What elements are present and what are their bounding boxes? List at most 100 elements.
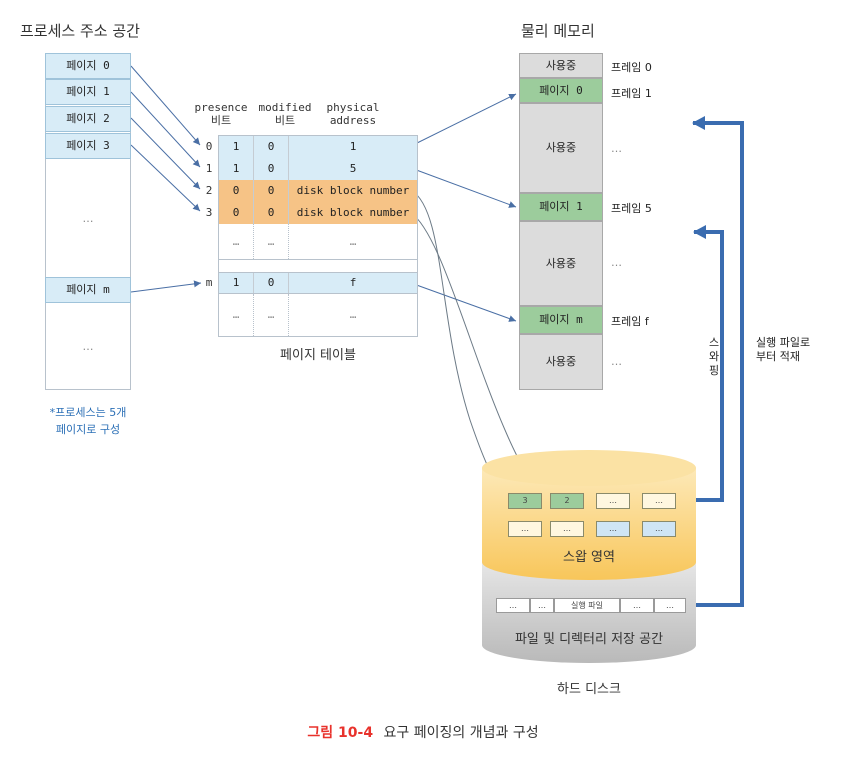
- physical-address: disk block number: [289, 202, 417, 224]
- row-index-1: 1: [205, 162, 213, 175]
- memory-page-m: 페이지 m: [519, 306, 603, 334]
- row-index-m: m: [205, 276, 213, 289]
- map-arrow-page0: [130, 65, 201, 146]
- page-table-caption: 페이지 테이블: [280, 348, 356, 363]
- process-page-0: 페이지 0: [45, 53, 131, 79]
- header-presence-line2: 비트: [210, 114, 232, 127]
- addr-arrow-rowm: [410, 282, 517, 322]
- page-table-row-m: 1 0 f: [219, 272, 417, 294]
- header-presence-line1: presence: [194, 101, 248, 114]
- memory-in-use-3: 사용중: [519, 334, 603, 390]
- figure-caption: 그림 10-4 요구 페이징의 개념과 구성: [0, 722, 846, 742]
- process-page-m-label: 페이지 m: [66, 283, 110, 296]
- memory-in-use-1: 사용중: [519, 103, 603, 193]
- memory-page-0: 페이지 0: [519, 78, 603, 103]
- file-slot: …: [654, 598, 686, 613]
- gap-cell: …: [349, 308, 357, 321]
- page-table: 1 0 1 1 0 5 0 0 disk block number 0 0 di…: [218, 135, 418, 337]
- memory-page-m-label: 페이지 m: [539, 313, 583, 326]
- header-physical-line1: physical: [326, 101, 380, 114]
- frame-gap-2: …: [611, 256, 622, 269]
- process-space-gap-1: …: [82, 212, 94, 225]
- load-arrow: [686, 116, 744, 607]
- memory-page-0-label: 페이지 0: [539, 84, 583, 97]
- header-modified-line1: modified: [258, 101, 312, 114]
- process-page-1: 페이지 1: [45, 79, 131, 105]
- header-physical-line2: address: [329, 114, 377, 127]
- frame-gap-3: …: [611, 355, 622, 368]
- gap-cell: …: [254, 294, 289, 336]
- page-table-gap-row-2: … … …: [219, 294, 417, 336]
- figure-title: 요구 페이징의 개념과 구성: [383, 725, 539, 741]
- physical-address: disk block number: [289, 180, 417, 202]
- file-area-label: 파일 및 디렉터리 저장 공간: [514, 632, 664, 647]
- modified-bit: 0: [254, 273, 289, 293]
- swap-slot: …: [596, 521, 630, 537]
- addr-arrow-row1: [410, 167, 517, 208]
- file-slot: …: [620, 598, 654, 613]
- swap-slot: …: [642, 493, 676, 509]
- swap-slot: 3: [508, 493, 542, 509]
- swap-slot: …: [596, 493, 630, 509]
- row-index-2: 2: [205, 184, 213, 197]
- frame-f-label: 프레임 f: [611, 315, 649, 328]
- map-arrow-page3: [130, 144, 201, 212]
- swapping-label: 스 와 핑: [707, 336, 721, 378]
- modified-bit: 0: [254, 136, 289, 158]
- swap-arrow: [693, 225, 724, 502]
- swap-slot: …: [508, 521, 542, 537]
- map-arrow-pagem: [130, 280, 202, 293]
- frame-0-label: 프레임 0: [611, 61, 652, 74]
- map-arrow-page1: [130, 91, 201, 168]
- process-page-2: 페이지 2: [45, 106, 131, 132]
- presence-bit: 0: [219, 180, 254, 202]
- presence-bit: 1: [219, 136, 254, 158]
- header-physical: physical address: [318, 101, 388, 127]
- gap-cell: …: [219, 294, 254, 336]
- presence-bit: 1: [219, 273, 254, 293]
- memory-in-use-0: 사용중: [519, 53, 603, 78]
- presence-bit: 1: [219, 158, 254, 180]
- process-note-line2: 페이지로 구성: [55, 423, 121, 436]
- modified-bit: 0: [254, 202, 289, 224]
- gap-cell: …: [254, 224, 289, 259]
- header-presence: presence 비트: [191, 101, 251, 127]
- swapping-label-1: 스: [708, 336, 720, 349]
- process-page-1-label: 페이지 1: [66, 85, 110, 98]
- process-note: *프로세스는 5개 페이지로 구성: [30, 404, 146, 438]
- page-table-row-0: 1 0 1: [219, 136, 417, 158]
- load-label-1: 실행 파일로: [756, 336, 811, 349]
- row-index-3: 3: [205, 206, 213, 219]
- header-modified-line2: 비트: [274, 114, 296, 127]
- hard-disk-label: 하드 디스크: [557, 682, 621, 697]
- page-table-row-1: 1 0 5: [219, 158, 417, 180]
- gap-cell: …: [219, 224, 254, 259]
- frame-1-label: 프레임 1: [611, 87, 652, 100]
- memory-page-1-label: 페이지 1: [539, 200, 583, 213]
- page-table-row-3: 0 0 disk block number: [219, 202, 417, 224]
- executable-file-slot: 실행 파일: [554, 598, 620, 613]
- physical-address: 1: [289, 136, 417, 158]
- figure-number: 그림 10-4: [307, 725, 374, 741]
- process-space-gap-2: …: [82, 340, 94, 353]
- swapping-label-3: 핑: [708, 364, 720, 377]
- memory-page-1: 페이지 1: [519, 193, 603, 221]
- swapping-label-2: 와: [708, 350, 720, 363]
- process-address-space: 페이지 0 페이지 1 페이지 2 페이지 3 … 페이지 m …: [45, 53, 131, 390]
- swap-area-label: 스왑 영역: [563, 550, 615, 565]
- process-space-title: 프로세스 주소 공간: [20, 22, 140, 40]
- physical-memory-title: 물리 메모리: [521, 22, 595, 40]
- addr-arrow-row0: [410, 93, 517, 147]
- map-arrow-page2: [130, 117, 201, 190]
- modified-bit: 0: [254, 180, 289, 202]
- process-page-0-label: 페이지 0: [66, 59, 110, 72]
- swap-slot: …: [642, 521, 676, 537]
- process-page-3: 페이지 3: [45, 133, 131, 159]
- process-page-2-label: 페이지 2: [66, 112, 110, 125]
- presence-bit: 0: [219, 202, 254, 224]
- process-page-m: 페이지 m: [45, 277, 131, 303]
- swap-slot: …: [550, 521, 584, 537]
- modified-bit: 0: [254, 158, 289, 180]
- page-table-gap-row-1: … … …: [219, 224, 417, 260]
